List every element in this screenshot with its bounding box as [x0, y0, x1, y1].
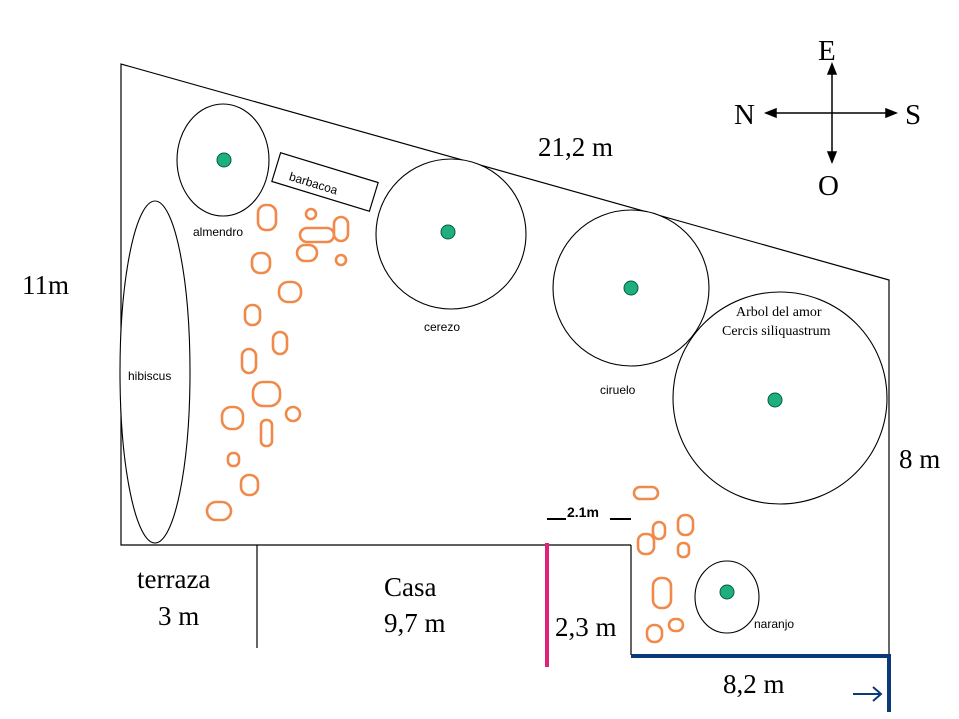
- stone: [651, 520, 667, 541]
- compass-icon: [763, 61, 899, 165]
- stone: [243, 303, 262, 327]
- arbol-label-line1: Arbol del amor: [736, 305, 822, 320]
- almendro-label: almendro: [193, 225, 243, 239]
- almendro-trunk: [216, 152, 232, 168]
- stepping-stones-right: [632, 485, 695, 644]
- stone: [226, 451, 241, 468]
- gap-length: 2.1m: [567, 504, 599, 520]
- naranjo-trunk: [719, 584, 735, 600]
- casa-length: 9,7 m: [384, 608, 446, 638]
- top-side-length: 21,2 m: [538, 132, 613, 162]
- compass-north: N: [734, 99, 755, 131]
- stone: [259, 418, 274, 448]
- arrow-right-icon: [853, 686, 883, 702]
- barbacoa-box: [271, 151, 379, 213]
- stone: [277, 280, 303, 304]
- stone: [240, 347, 258, 375]
- stepping-stones-left: [205, 203, 350, 522]
- stone: [676, 541, 691, 559]
- hibiscus-label: hibiscus: [128, 369, 171, 383]
- stone: [632, 485, 660, 501]
- naranjo-label: naranjo: [754, 617, 794, 631]
- step-length: 2,3 m: [555, 612, 617, 642]
- compass-south: S: [905, 99, 921, 131]
- stone: [676, 513, 695, 537]
- stone: [239, 473, 260, 497]
- terraza-length: 3 m: [158, 601, 199, 631]
- stone: [651, 576, 673, 610]
- stone: [205, 500, 233, 522]
- arbol-del-amor-trunk: [767, 392, 783, 408]
- compass-east: E: [818, 35, 836, 67]
- stone: [304, 207, 318, 221]
- stone: [636, 532, 656, 556]
- stone: [295, 243, 319, 263]
- stone: [334, 253, 348, 267]
- stone: [220, 405, 245, 431]
- casa-label: Casa: [384, 572, 437, 602]
- stone: [284, 405, 302, 423]
- ciruelo-label: ciruelo: [600, 383, 636, 397]
- left-side-length: 11m: [22, 270, 69, 300]
- cerezo-trunk: [440, 224, 456, 240]
- terraza-label: terraza: [137, 564, 210, 594]
- ciruelo-trunk: [623, 280, 639, 296]
- cerezo-label: cerezo: [424, 320, 460, 334]
- stone: [251, 380, 282, 408]
- bottom-right-length: 8,2 m: [723, 669, 785, 699]
- arbol-label-line2: Cercis siliquastrum: [722, 324, 831, 339]
- plot-boundary: [120, 63, 890, 655]
- right-side-length: 8 m: [899, 444, 940, 474]
- stone: [298, 226, 336, 244]
- stone: [256, 203, 278, 232]
- stone: [332, 215, 350, 243]
- stone: [667, 617, 685, 633]
- hibiscus-hedge: [119, 200, 191, 544]
- stone: [250, 251, 272, 275]
- blue-marker-line: [631, 654, 891, 712]
- stone: [645, 623, 664, 644]
- stone: [271, 330, 289, 356]
- compass-west: O: [818, 170, 839, 202]
